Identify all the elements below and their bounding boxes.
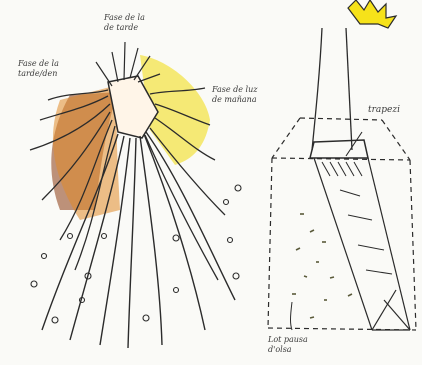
label-bottom: Lot pausa d'olsa [267, 335, 310, 354]
label-top-line1: Fase de la [103, 13, 145, 22]
inner-beam [314, 158, 410, 330]
trapezoid-arrow [346, 132, 362, 156]
label-trapezi: trapezi [368, 105, 400, 115]
dust-specks [292, 214, 352, 318]
label-left: Fase de la tarde/den [17, 59, 61, 78]
label-bottom-line2: d'olsa [268, 345, 292, 354]
bottom-label-pointer [291, 302, 293, 330]
left-sketch-group: Fase de la de tarde Fase de la tarde/den… [17, 13, 260, 348]
beam-hatching [322, 162, 392, 274]
sun-icon [348, 0, 396, 28]
label-top: Fase de la de tarde [103, 13, 147, 32]
label-right-line1: Fase de luz [211, 85, 258, 94]
label-bottom-line1: Lot pausa [267, 335, 308, 344]
label-top-line2: de tarde [104, 23, 138, 32]
trapezoid-opening [310, 140, 368, 158]
sun-beam [312, 28, 352, 150]
tent-outline [268, 118, 416, 330]
label-right-line2: de mañana [212, 95, 257, 104]
label-left-line1: Fase de la [17, 59, 59, 68]
label-left-line2: tarde/den [18, 69, 57, 78]
right-sketch-group: trapezi [267, 0, 416, 354]
label-right: Fase de luz de mañana [211, 85, 260, 104]
